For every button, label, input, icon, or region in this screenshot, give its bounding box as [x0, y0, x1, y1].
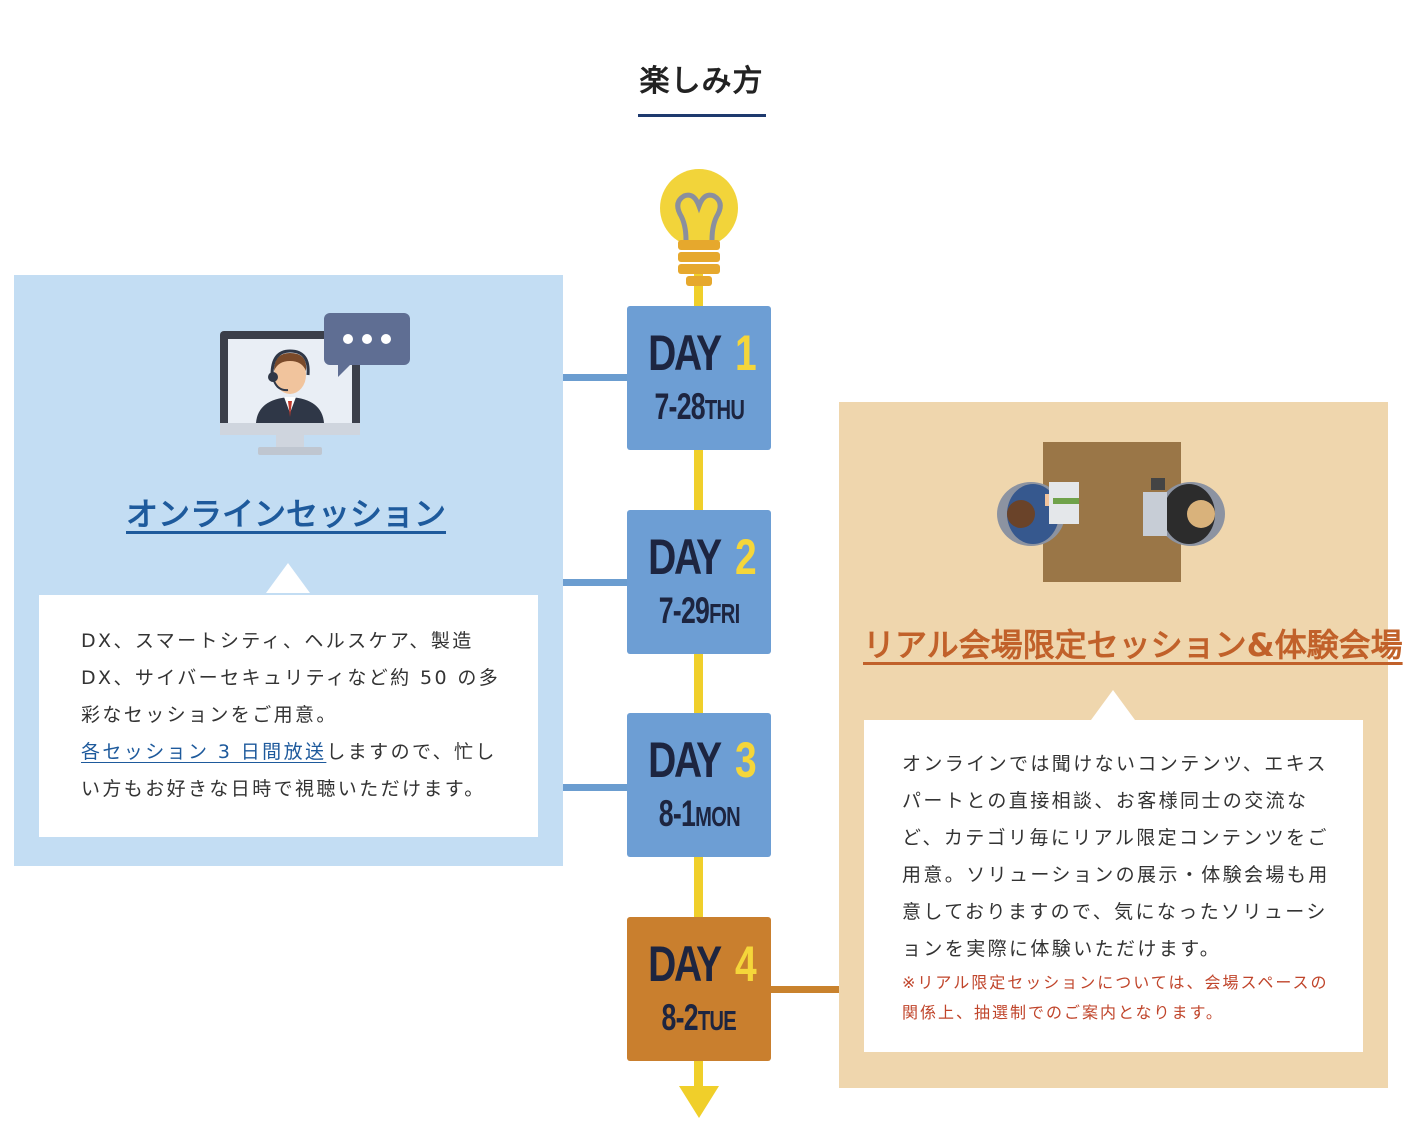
real-venue-title[interactable]: リアル会場限定セッション&体験会場 — [863, 626, 1403, 664]
real-venue-panel: リアル会場限定セッション&体験会場 オンラインでは聞けないコンテンツ、エキスパー… — [839, 402, 1403, 1088]
section-heading: 楽しみ方 — [639, 64, 764, 99]
timeline-line — [694, 270, 703, 1100]
connector-day4 — [769, 986, 841, 993]
day-weekday: MON — [694, 801, 741, 832]
day-date: 7-28 — [654, 386, 705, 427]
real-description: オンラインでは聞けないコンテンツ、エキスパートとの直接相談、お客様同士の交流など… — [902, 753, 1330, 960]
day-weekday: FRI — [709, 598, 740, 629]
connector-day2 — [563, 579, 629, 586]
real-venue-card: オンラインでは聞けないコンテンツ、エキスパートとの直接相談、お客様同士の交流など… — [864, 720, 1363, 1052]
day-date: 8-1 — [658, 793, 695, 834]
timeline-arrow-icon — [679, 1086, 719, 1118]
lightbulb-icon — [660, 169, 738, 286]
online-description: DX、スマートシティ、ヘルスケア、製造DX、サイバーセキュリティなど約 50 の… — [81, 623, 508, 808]
connector-day1 — [563, 374, 629, 381]
online-session-title[interactable]: オンラインセッション — [126, 495, 447, 533]
heading-underline — [638, 114, 766, 117]
meeting-table-icon — [997, 442, 1225, 582]
day-weekday: THU — [704, 394, 745, 425]
day-number: 3 — [735, 732, 757, 788]
online-text-1: DX、スマートシティ、ヘルスケア、製造DX、サイバーセキュリティなど約 50 の… — [81, 630, 501, 726]
day-label: DAY — [648, 732, 722, 788]
day-number: 4 — [735, 936, 757, 992]
day-label: DAY — [648, 529, 722, 585]
day-weekday: TUE — [698, 1005, 737, 1036]
connector-day3 — [563, 784, 629, 791]
online-text-2: しますので、忙しい方もお好きな日時で視聴いただけます。 — [81, 741, 497, 800]
day-date: 7-29 — [658, 590, 710, 631]
real-note: ※リアル限定セッションについては、会場スペースの関係上、抽選制でのご案内となりま… — [902, 973, 1329, 1022]
card-notch — [266, 563, 310, 593]
day-number: 1 — [735, 325, 757, 381]
day-label: DAY — [648, 325, 722, 381]
card-notch — [1091, 690, 1135, 720]
day-number: 2 — [735, 529, 757, 585]
online-session-panel: オンラインセッション DX、スマートシティ、ヘルスケア、製造DX、サイバーセキュ… — [14, 275, 563, 866]
day-date: 8-2 — [661, 997, 699, 1038]
online-highlight: 各セッション 3 日間放送 — [81, 741, 327, 763]
day-label: DAY — [648, 936, 722, 992]
online-session-card: DX、スマートシティ、ヘルスケア、製造DX、サイバーセキュリティなど約 50 の… — [39, 595, 538, 837]
video-call-icon — [220, 313, 410, 455]
